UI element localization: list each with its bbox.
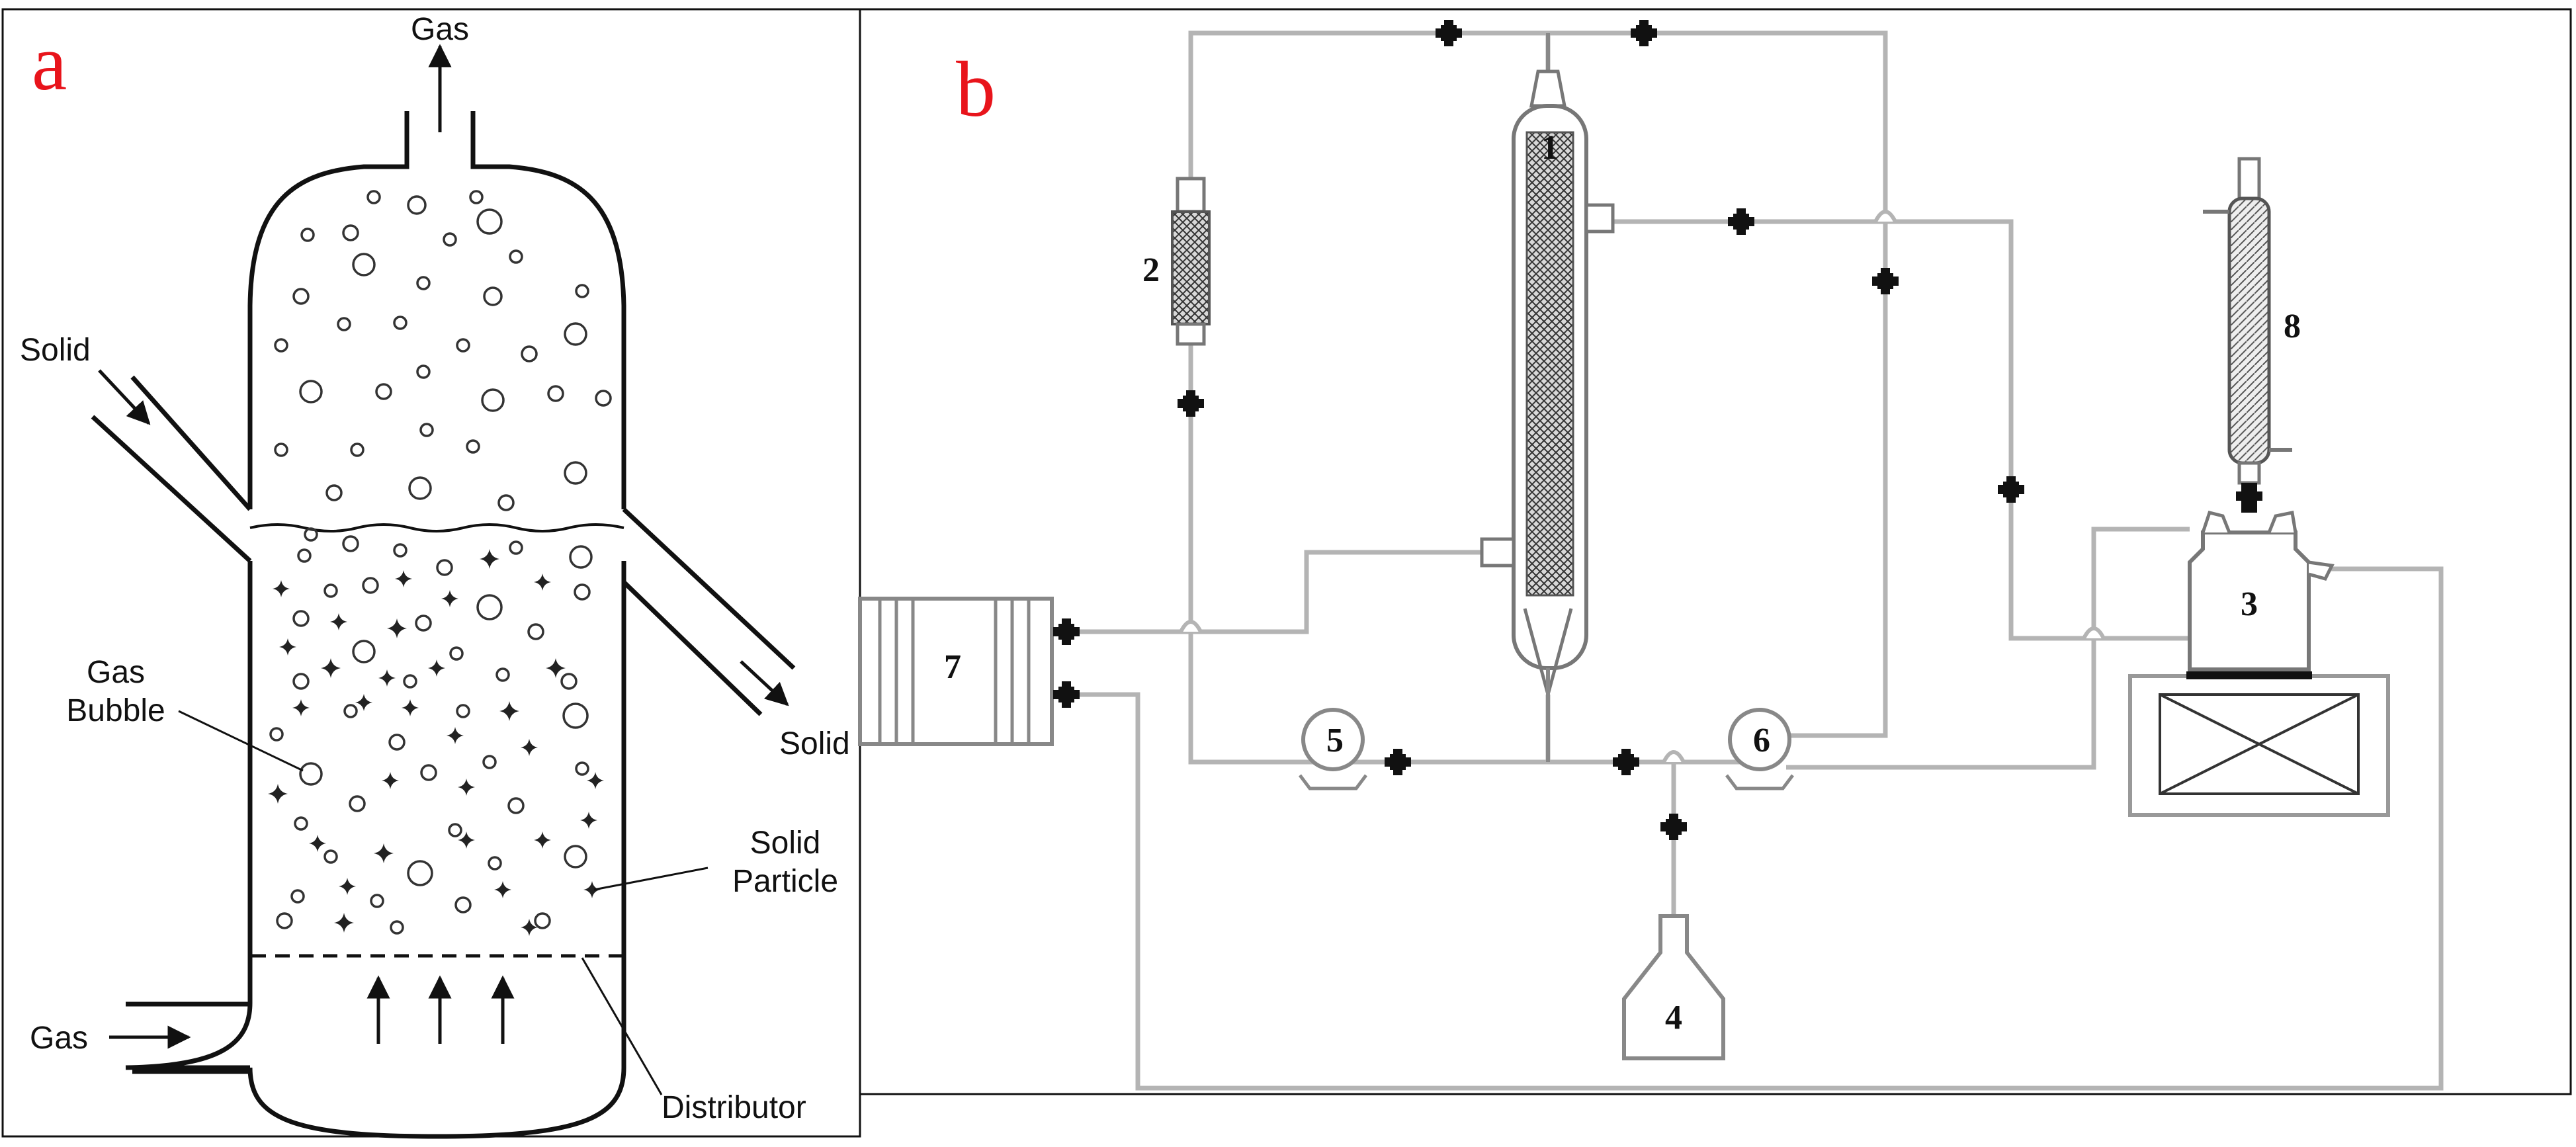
pump-6: 6 [1725,708,1794,790]
label-solid-particle-1: Solid [750,826,821,861]
label-6: 6 [1753,722,1770,759]
pipe-network [1052,30,2444,1091]
label-solid-particle-2: Particle [732,864,838,899]
label-7: 7 [944,648,961,686]
gas-flow-arrows [366,975,515,1044]
panel-a-label: a [32,19,67,106]
panel-b-frame [859,8,2572,1095]
label-gas-top: Gas [411,12,469,47]
reactor-vessel [125,111,626,1139]
panel-a-frame [1,8,861,1138]
label-distributor: Distributor [662,1090,806,1125]
label-solid-in: Solid [20,333,91,368]
panel-b-label: b [956,45,996,133]
bed-bubbles [269,535,593,935]
panel-a: a [1,8,861,1139]
solid-in-arrow [98,369,151,425]
flask-3: 3 [2128,511,2390,817]
leader-lines [178,710,708,1095]
bottle-4: 4 [1622,914,1725,1060]
label-3: 3 [2241,585,2258,623]
freeboard-bubbles [274,190,612,542]
solid-particles [268,549,604,936]
pipe-crossings [1179,210,2106,763]
label-gas-bubble-1: Gas [87,655,145,690]
solid-inlet-pipe [91,375,252,563]
label-8: 8 [2284,308,2301,345]
label-5: 5 [1326,722,1344,759]
label-2: 2 [1142,251,1160,289]
label-4: 4 [1665,999,1682,1037]
label-solid-out: Solid [779,726,850,761]
panel-b: b [858,8,2572,1095]
label-gas-bubble-2: Bubble [66,693,165,728]
unit-7: 7 [858,597,1054,746]
filter-column-2: 2 [1142,177,1211,346]
solid-out-arrow [740,660,789,706]
reactor-column-1: 1 [1480,33,1615,762]
solid-outlet-pipe [622,507,796,716]
label-1: 1 [1541,129,1559,167]
valves [1053,20,2262,840]
condenser-8: 8 [2203,157,2301,513]
pump-5: 5 [1299,708,1367,790]
label-gas-in: Gas [30,1021,88,1056]
